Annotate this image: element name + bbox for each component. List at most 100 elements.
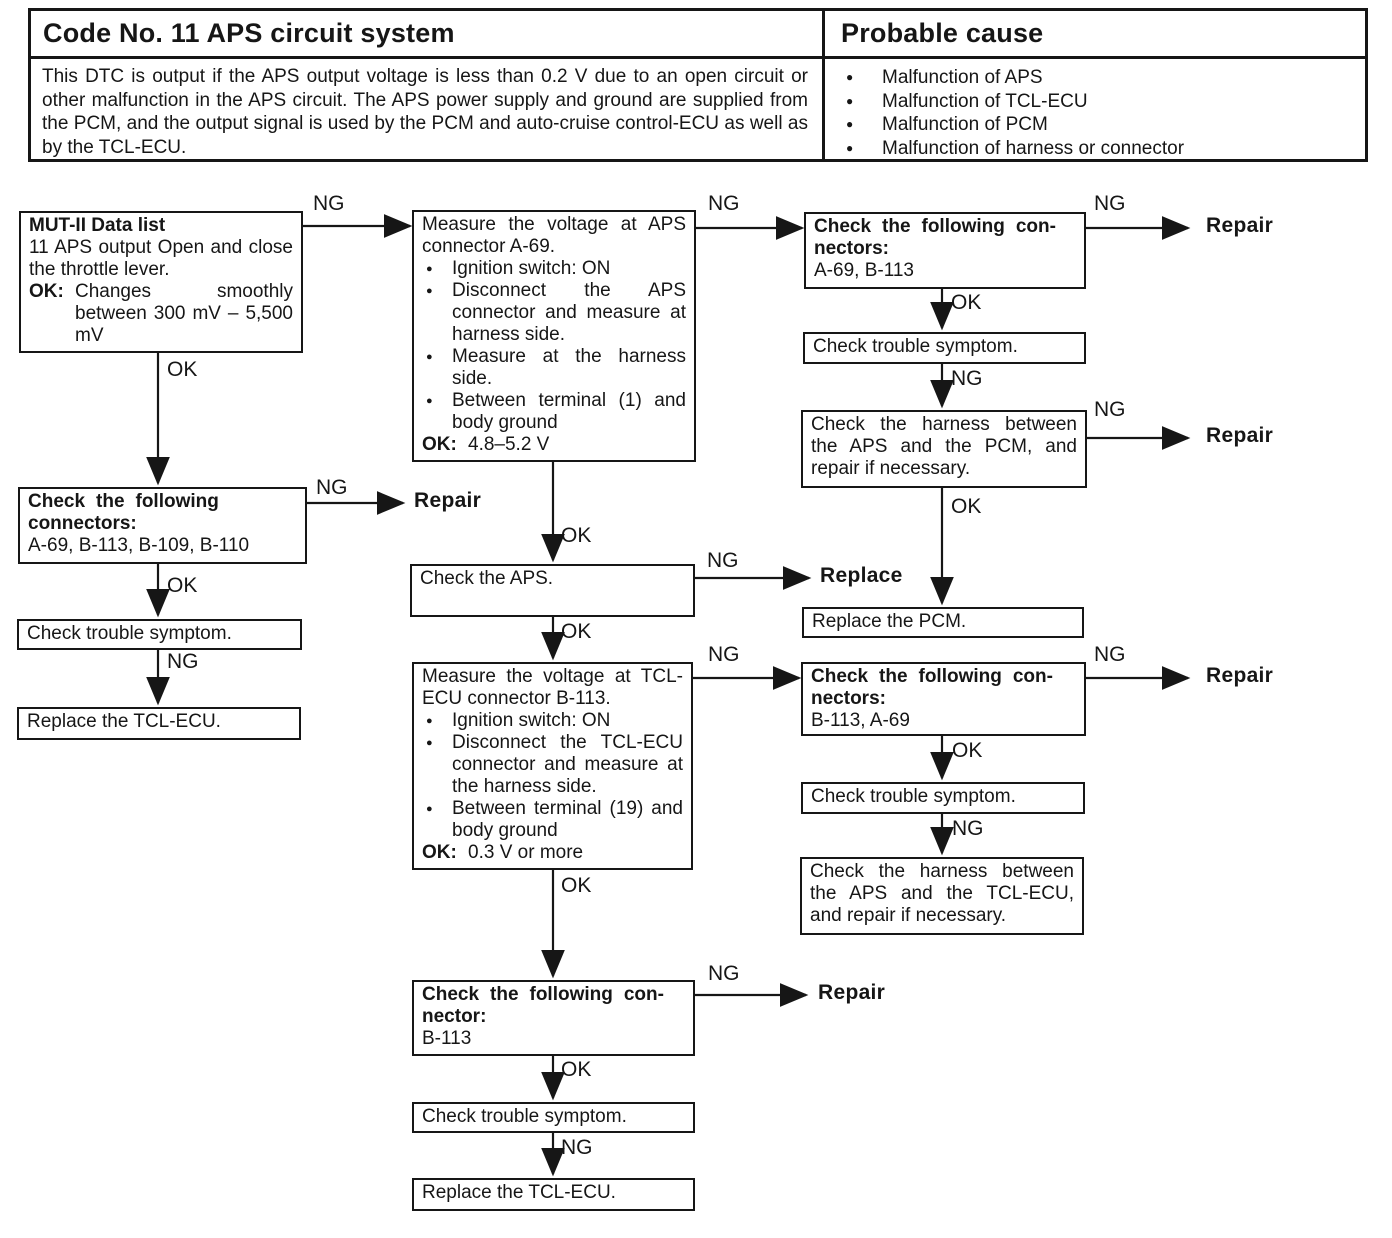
edge-label-ng: NG [951, 367, 983, 390]
box-text: Check trouble symptom. [811, 786, 1016, 807]
bullet-text: Disconnect the APS connector and measure… [452, 280, 686, 345]
cause-text: Malfunction of harness or connector [882, 137, 1185, 159]
flow-box-replace-pcm: Replace the PCM. [802, 607, 1084, 638]
ok-criteria: OK: 4.8–5.2 V [422, 434, 686, 456]
edge-label-ng: NG [1094, 398, 1126, 421]
bullet-text: Measure at the harness side. [452, 346, 686, 389]
edge-label-ng: NG [561, 1136, 593, 1159]
cause-text: Malfunction of PCM [882, 114, 1048, 135]
edge-label-ok: OK [561, 1058, 592, 1081]
edge-label-ok: OK [561, 874, 592, 897]
box-text: Check the harness between the APS and th… [810, 861, 1074, 926]
list-item: ● Malfunction of TCL-ECU [825, 90, 1365, 114]
bullet-text: Disconnect the TCL-ECU connector and mea… [452, 732, 683, 797]
edge-label-ok: OK [561, 524, 592, 547]
bullet-icon: ● [426, 351, 433, 363]
flow-box-measure-aps-voltage: Measure the voltage at APS connector A-6… [412, 210, 696, 462]
flow-box-check-connectors-a69-b113: Check the following con-nectors: A-69, B… [804, 212, 1086, 289]
edge-label-ng: NG [1094, 643, 1126, 666]
box-text: Measure the voltage at APS connector A-6… [422, 214, 686, 257]
box-text: 11 APS output Open and close the throttl… [29, 237, 293, 280]
probable-cause-list: ● Malfunction of APS ● Malfunction of TC… [825, 59, 1365, 159]
list-item: ● Ignition switch: ON [422, 710, 683, 732]
bullet-text: Ignition switch: ON [452, 710, 611, 731]
bullet-icon: ● [426, 285, 433, 297]
box-text: B-113 [422, 1028, 472, 1049]
terminal-repair: Repair [818, 981, 886, 1004]
flow-box-check-trouble-symptom-right1: Check trouble symptom. [803, 332, 1086, 364]
box-text: Replace the TCL-ECU. [422, 1182, 616, 1203]
flow-box-check-trouble-symptom-right2: Check trouble symptom. [801, 782, 1085, 814]
terminal-replace: Replace [820, 564, 903, 587]
ok-label: OK: [29, 281, 64, 302]
edge-label-ok: OK [561, 620, 592, 643]
edge-label-ng: NG [708, 192, 740, 215]
bullet-text: Ignition switch: ON [452, 258, 611, 279]
box-text: A-69, B-113, B-109, B-110 [28, 535, 250, 556]
edge-label-ng: NG [316, 476, 348, 499]
edge-label-ng: NG [952, 817, 984, 840]
list-item: ● Between terminal (1) and body ground [422, 390, 686, 434]
ok-text: 4.8–5.2 V [468, 434, 550, 455]
box-text: Replace the TCL-ECU. [27, 711, 221, 732]
ok-criteria: OK: Changes smoothly between 300 mV – 5,… [29, 281, 293, 347]
edge-label-ng: NG [708, 643, 740, 666]
bullet-icon: ● [426, 715, 433, 727]
bullet-icon: ● [426, 803, 433, 815]
dtc-header-table: Code No. 11 APS circuit system Probable … [28, 8, 1368, 162]
list-item: ● Ignition switch: ON [422, 258, 686, 280]
terminal-repair: Repair [1206, 664, 1274, 687]
bullet-icon: ● [426, 737, 433, 749]
box-text: Check trouble symptom. [813, 336, 1018, 357]
ok-label: OK: [422, 434, 457, 455]
edge-label-ng: NG [707, 549, 739, 572]
ok-text: 0.3 V or more [468, 842, 584, 863]
flow-box-mut-data-list: MUT-II Data list 11 APS output Open and … [19, 211, 303, 353]
flow-box-check-harness-aps-tcl: Check the harness between the APS and th… [800, 857, 1084, 935]
cause-text: Malfunction of TCL-ECU [882, 90, 1088, 112]
list-item: ● Measure at the harness side. [422, 346, 686, 390]
probable-cause-title: Probable cause [841, 18, 1044, 48]
terminal-repair: Repair [1206, 424, 1274, 447]
header-title-row: Code No. 11 APS circuit system Probable … [31, 11, 1365, 59]
flow-box-replace-tcl-ecu-mid: Replace the TCL-ECU. [412, 1178, 695, 1211]
terminal-repair: Repair [1206, 214, 1274, 237]
flow-box-check-harness-aps-pcm: Check the harness between the APS and th… [801, 410, 1087, 488]
list-item: ● Malfunction of APS [825, 66, 1365, 90]
edge-label-ok: OK [167, 358, 198, 381]
list-item: ● Between terminal (19) and body ground [422, 798, 683, 842]
box-text: A-69, B-113 [814, 260, 914, 281]
list-item: ● Malfunction of PCM [825, 113, 1365, 137]
flow-box-measure-tcl-ecu-voltage: Measure the voltage at TCL-ECU connector… [412, 662, 693, 870]
bullet-icon: ● [846, 117, 854, 131]
edge-label-ng: NG [313, 192, 345, 215]
list-item: ● Malfunction of harness or connector [825, 137, 1365, 161]
box-text: Check the APS. [420, 568, 554, 589]
box-text: Check the harness between the APS and th… [811, 414, 1077, 479]
edge-label-ng: NG [1094, 192, 1126, 215]
list-item: ● Disconnect the TCL-ECU connector and m… [422, 732, 683, 798]
box-text: Check trouble symptom. [422, 1106, 627, 1127]
flow-box-check-the-aps: Check the APS. [410, 564, 695, 617]
flow-box-replace-tcl-ecu-left: Replace the TCL-ECU. [17, 707, 301, 740]
box-text: B-113, A-69 [811, 710, 910, 731]
header-body-row: This DTC is output if the APS output vol… [31, 59, 1365, 159]
box-text: Check trouble symptom. [27, 623, 232, 644]
edge-label-ok: OK [951, 495, 982, 518]
flow-box-check-trouble-symptom-left: Check trouble symptom. [17, 619, 302, 650]
bullet-icon: ● [846, 93, 854, 108]
flow-box-check-connectors-b113-a69: Check the following con-nectors: B-113, … [801, 662, 1086, 736]
box-title: MUT-II Data list [29, 215, 166, 236]
box-title: Check the following con-nectors: [814, 216, 1056, 259]
bullet-icon: ● [846, 70, 854, 84]
list-item: ● Disconnect the APS connector and measu… [422, 280, 686, 346]
edge-label-ok: OK [952, 739, 983, 762]
cause-text: Malfunction of APS [882, 67, 1043, 88]
box-title: Check the following con-nector: [422, 984, 664, 1027]
dtc-code-title: Code No. 11 APS circuit system [31, 11, 825, 56]
edge-label-ok: OK [167, 574, 198, 597]
ok-criteria: OK: 0.3 V or more [422, 842, 683, 864]
box-text: Measure the voltage at TCL-ECU connector… [422, 666, 683, 709]
